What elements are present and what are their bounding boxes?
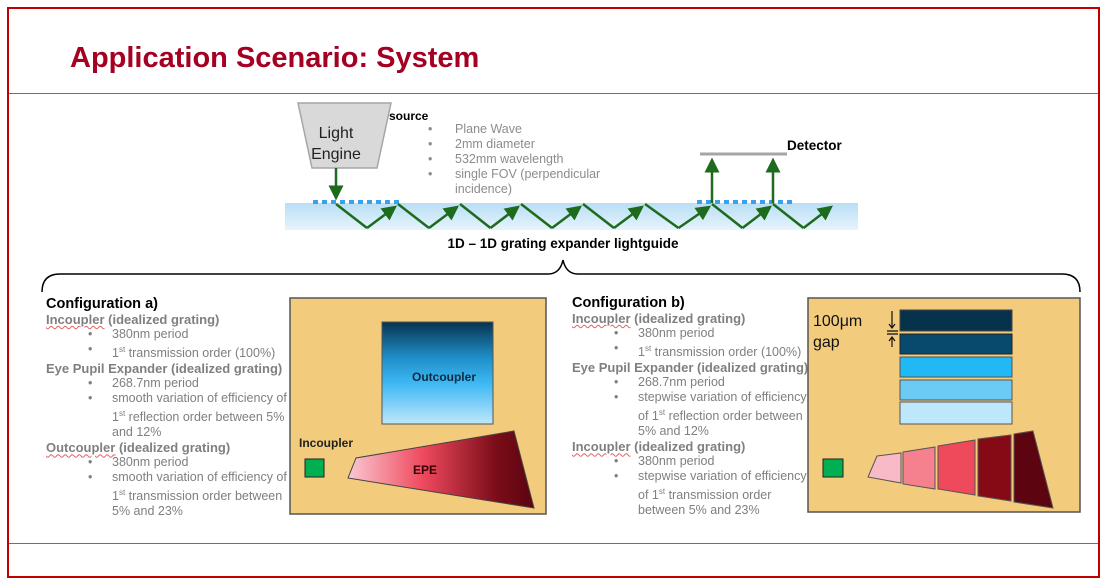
bullet: 1st transmission order (100%) xyxy=(572,341,812,360)
ray-segment xyxy=(644,202,680,230)
light-engine-shape xyxy=(297,102,392,169)
outcoupler-title: Outcoupler xyxy=(46,440,116,456)
ray-segment xyxy=(428,205,459,229)
incoupler-suffix: (idealized grating) xyxy=(630,311,746,326)
epe-region xyxy=(347,430,535,509)
bullet: stepwise variation of efficiency of 1st … xyxy=(572,469,812,518)
ray-segment xyxy=(520,203,553,229)
light-engine-label: Light xyxy=(319,125,354,142)
bullet: 268.7nm period xyxy=(46,376,296,391)
slide-frame xyxy=(7,7,1100,578)
footer-divider xyxy=(9,543,1098,544)
bullet: 380nm period xyxy=(572,454,812,469)
ray-segment xyxy=(677,205,712,230)
incoupler2-title: Incoupler xyxy=(572,439,631,455)
outcoupler-suffix: (idealized grating) xyxy=(115,440,231,456)
epe-segment xyxy=(937,439,976,496)
epe-segment xyxy=(867,452,902,484)
ray-segment xyxy=(366,205,397,229)
config-b-heading: Configuration b) xyxy=(572,295,685,311)
config-a-heading: Configuration a) xyxy=(46,296,158,312)
outcoupler-strip xyxy=(899,356,1013,378)
gap-value-label: 100μm xyxy=(813,313,862,330)
ray-segment xyxy=(335,203,368,229)
lightguide-caption: 1D – 1D grating expander lightguide xyxy=(447,236,679,251)
ray-segment xyxy=(741,205,772,229)
outcoupler-label: Outcoupler xyxy=(412,370,476,384)
outcoupler-strip xyxy=(899,309,1013,332)
svg-text:•: • xyxy=(428,167,432,181)
bullet: stepwise variation of efficiency of 1st … xyxy=(572,390,812,439)
ray-segment xyxy=(459,203,492,229)
outcoupler-strip xyxy=(899,379,1013,401)
epe-segment xyxy=(1013,430,1054,509)
slide-title: Application Scenario: System xyxy=(70,42,480,74)
outcoupler-strip xyxy=(899,401,1013,425)
incoupler2-suffix: (idealized grating) xyxy=(630,439,746,455)
ray-segment xyxy=(613,205,644,229)
bullet: smooth variation of efficiency of 1st tr… xyxy=(46,470,296,519)
svg-text:•: • xyxy=(428,122,432,136)
epe-segment xyxy=(902,446,936,490)
source-item: Plane Wave xyxy=(455,122,522,136)
ray-segment xyxy=(802,205,833,229)
bullet: 1st transmission order (100%) xyxy=(46,342,296,361)
source-item: single FOV (perpendicular xyxy=(455,167,600,181)
config-b-text: Configuration b) Incoupler (idealized gr… xyxy=(572,296,812,518)
epe-title: Eye Pupil Expander (idealized grating) xyxy=(572,360,809,376)
ray-segment xyxy=(397,203,430,229)
incoupler-suffix: (idealized grating) xyxy=(104,312,220,327)
outcoupler-region xyxy=(381,321,494,425)
detector-label: Detector xyxy=(787,138,843,153)
incoupler-region xyxy=(822,458,844,478)
incoupler-label: Incoupler xyxy=(299,436,353,450)
source-item: 532mm wavelength xyxy=(455,152,563,166)
bullet: 380nm period xyxy=(46,327,296,342)
curly-brace xyxy=(41,259,1081,293)
ray-segment xyxy=(489,205,520,229)
svg-text:•: • xyxy=(428,137,432,151)
source-item: 2mm diameter xyxy=(455,137,535,151)
bullet: 380nm period xyxy=(572,326,812,341)
zigzag-rays xyxy=(335,202,833,230)
gap-arrows-icon xyxy=(887,311,898,347)
incoupler-title: Incoupler xyxy=(572,311,631,326)
source-item: incidence) xyxy=(455,182,512,196)
gap-word-label: gap xyxy=(813,334,840,351)
epe-title: Eye Pupil Expander (idealized grating) xyxy=(46,361,283,377)
ray-segment xyxy=(551,205,582,229)
ray-segment xyxy=(582,203,615,229)
svg-text:•: • xyxy=(428,152,432,166)
light-engine-label: Engine xyxy=(311,146,361,163)
epe-segment xyxy=(977,434,1012,502)
incoupler-title: Incoupler xyxy=(46,312,105,327)
source-label: source xyxy=(389,109,429,123)
bullet: 380nm period xyxy=(46,455,296,470)
config-a-text: Configuration a) Incoupler (idealized gr… xyxy=(46,297,296,519)
title-divider xyxy=(9,93,1098,94)
epe-label: EPE xyxy=(413,463,437,477)
ray-segment xyxy=(711,203,744,229)
incoupler-region xyxy=(304,458,325,478)
ray-segment xyxy=(772,203,805,229)
bullet: 268.7nm period xyxy=(572,375,812,390)
bullet: smooth variation of efficiency of 1st re… xyxy=(46,391,296,440)
outcoupler-strip xyxy=(899,333,1013,355)
